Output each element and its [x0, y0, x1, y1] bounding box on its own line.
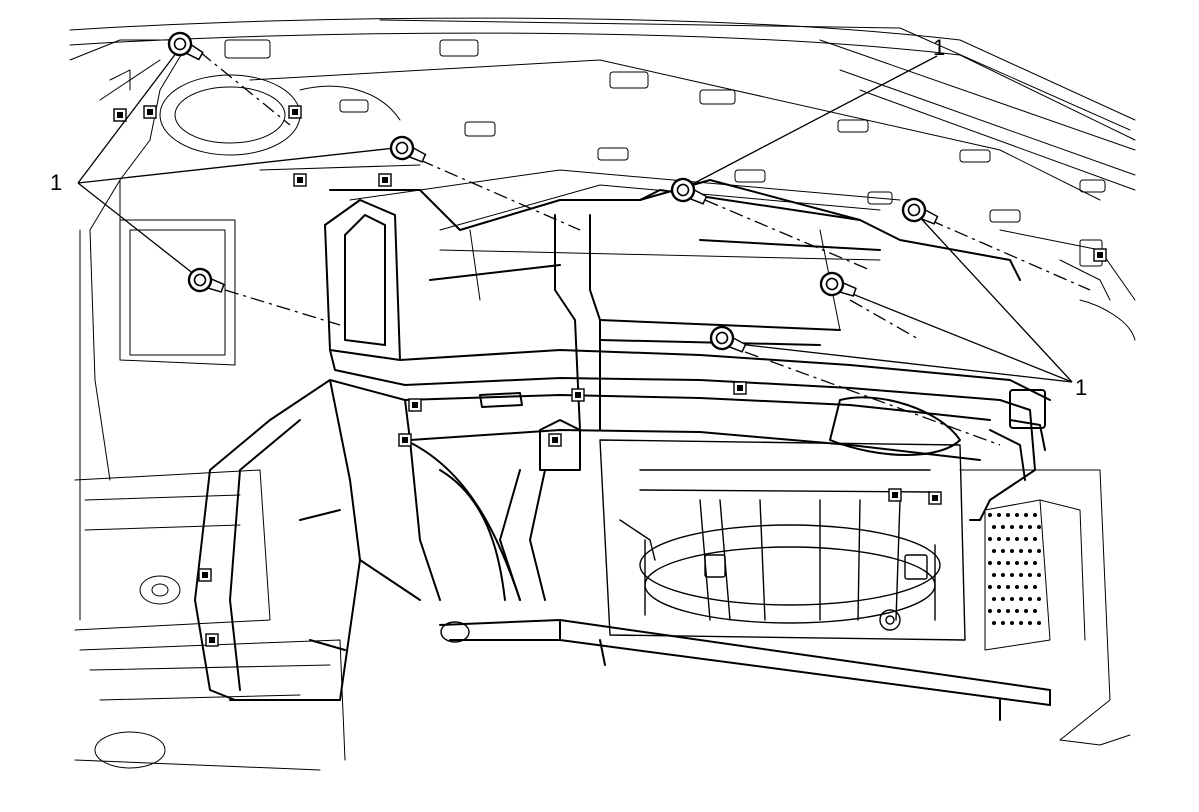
mount-hole-center [209, 637, 215, 643]
perforation-dot [1010, 549, 1014, 553]
perforation-dot [1006, 609, 1010, 613]
lower-cross-rail [439, 619, 1051, 721]
mount-hole-center [202, 572, 208, 578]
instrument-panel-crossbeam [194, 179, 1051, 701]
perforation-dot [1001, 525, 1005, 529]
perforation-dot [988, 537, 992, 541]
perforation-dot [1006, 513, 1010, 517]
perforation-dot [1024, 609, 1028, 613]
mount-hole-center [552, 437, 558, 443]
bolt-fastener [709, 325, 747, 353]
perforation-dot [997, 537, 1001, 541]
mount-hole-center [292, 109, 298, 115]
perforation-dot [1028, 597, 1032, 601]
perforation-dot [1010, 525, 1014, 529]
perforation-dot [992, 573, 996, 577]
perforation-dot [1028, 573, 1032, 577]
bolt-fastener [670, 177, 708, 205]
perforation-dot [1015, 585, 1019, 589]
perforation-dot [1019, 525, 1023, 529]
perforation-dot [1015, 561, 1019, 565]
mount-hole-center [402, 437, 408, 443]
perforation-dot [1037, 621, 1041, 625]
bolt-fastener [389, 135, 427, 163]
perforation-dot [1028, 525, 1032, 529]
perforation-dot [1028, 549, 1032, 553]
perforation-dot [1010, 621, 1014, 625]
perforation-dot [997, 609, 1001, 613]
perforation-dot [1019, 597, 1023, 601]
bolt-fastener [819, 271, 857, 297]
perforation-dot [1015, 513, 1019, 517]
perforation-dot [1037, 525, 1041, 529]
perforation-dot [1015, 537, 1019, 541]
perforation-dot [1019, 573, 1023, 577]
perforation-dot [997, 585, 1001, 589]
mount-hole-center [932, 495, 938, 501]
perforation-dot [1028, 621, 1032, 625]
mount-hole-center [1097, 252, 1103, 258]
callout-label-left: 1 [50, 170, 62, 195]
mount-hole-center [297, 177, 303, 183]
perforation-dot [992, 525, 996, 529]
perforation-dot [1010, 597, 1014, 601]
perforation-dot [997, 513, 1001, 517]
perforation-dot [988, 609, 992, 613]
perforation-dot [1024, 561, 1028, 565]
bolt-axis-lines [199, 51, 1091, 446]
perforation-dot [1001, 597, 1005, 601]
perforation-dot [1001, 549, 1005, 553]
perforation-dot [1024, 585, 1028, 589]
perforation-dot [1037, 597, 1041, 601]
bolt-fastener [187, 267, 225, 293]
perforation-dot [1006, 561, 1010, 565]
perforation-dot [988, 585, 992, 589]
perforation-dot [1006, 585, 1010, 589]
hvac-blower-module [599, 439, 966, 641]
callout-leaders [77, 47, 1073, 383]
bolt-fastener [167, 31, 204, 61]
perforated-panel [988, 513, 1041, 625]
callout-label-bottom-right: 1 [1075, 375, 1087, 400]
perforation-dot [1033, 537, 1037, 541]
perforation-dot [1001, 573, 1005, 577]
perforation-dot [1015, 609, 1019, 613]
perforation-dot [1033, 561, 1037, 565]
perforation-dot [1024, 537, 1028, 541]
perforation-dot [1019, 549, 1023, 553]
perforation-dot [988, 513, 992, 517]
mount-hole-center [737, 385, 743, 391]
perforation-dot [1010, 573, 1014, 577]
mount-hole-center [412, 402, 418, 408]
perforation-dot [1006, 537, 1010, 541]
perforation-dot [1033, 585, 1037, 589]
mount-hole-center [147, 109, 153, 115]
perforation-dot [988, 561, 992, 565]
callout-labels: 1 1 1 [50, 35, 1087, 400]
mount-hole-center [117, 112, 123, 118]
cowl-and-windshield-structure [69, 17, 1136, 771]
perforation-dot [1037, 549, 1041, 553]
mount-hole-center [382, 177, 388, 183]
mount-hole-center [575, 392, 581, 398]
perforation-dot [992, 549, 996, 553]
bolt-fastener [901, 197, 939, 225]
perforation-dot [1037, 573, 1041, 577]
perforation-dot [1019, 621, 1023, 625]
perforation-dot [997, 561, 1001, 565]
perforation-dot [1033, 513, 1037, 517]
mount-hole-center [892, 492, 898, 498]
callout-label-top-right: 1 [933, 35, 945, 60]
perforation-dot [1033, 609, 1037, 613]
perforation-dot [992, 621, 996, 625]
perforation-dot [1001, 621, 1005, 625]
fasteners [167, 31, 939, 353]
perforation-dot [1024, 513, 1028, 517]
mounting-points [113, 105, 1107, 647]
perforation-dot [992, 597, 996, 601]
